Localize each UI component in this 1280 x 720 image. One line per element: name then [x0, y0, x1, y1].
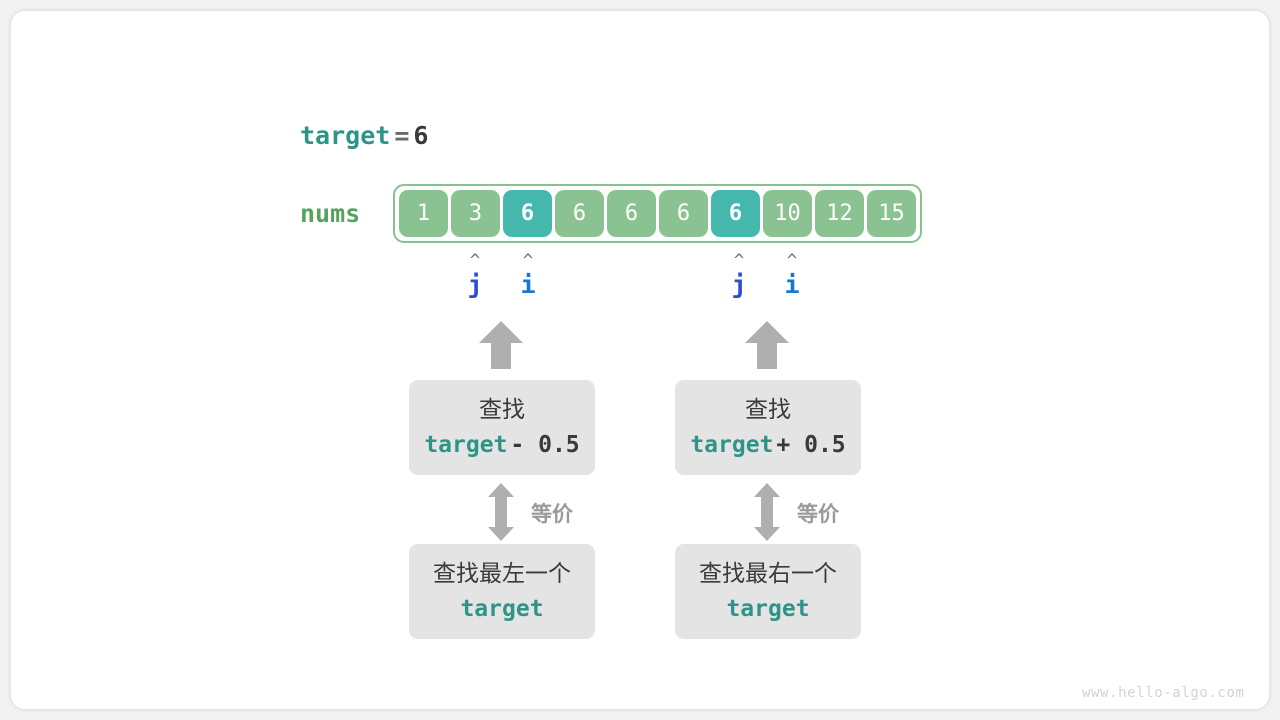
search-box-expression-left: target- 0.5 — [424, 427, 579, 463]
search-box-leftmost[interactable]: 查找最左一个 target — [409, 544, 595, 639]
array-cell-2[interactable]: 6 — [503, 190, 552, 237]
search-box-offset-right[interactable]: 查找 target+ 0.5 — [675, 380, 861, 475]
target-keyword: target — [300, 121, 391, 150]
pointer-label-j: j — [731, 270, 747, 299]
double-arrow-icon-right — [754, 483, 780, 541]
equivalence-label-right: 等价 — [797, 502, 839, 526]
expression-keyword: target — [460, 595, 544, 622]
up-arrow-icon-right — [745, 321, 789, 369]
target-declaration: target=6 — [300, 121, 428, 150]
caret-icon: ^ — [522, 251, 534, 271]
array-cell-6[interactable]: 6 — [711, 190, 760, 237]
caret-icon: ^ — [733, 251, 745, 271]
pointer-i-right: ^ i — [777, 251, 807, 302]
pointer-label-i: i — [520, 270, 536, 299]
search-box-title-leftmost: 查找最左一个 — [433, 560, 571, 587]
array-cell-3[interactable]: 6 — [555, 190, 604, 237]
expression-keyword: target — [424, 431, 508, 458]
search-box-title-left: 查找 — [479, 396, 525, 423]
array-cell-7[interactable]: 10 — [763, 190, 812, 237]
expression-operator: + 0.5 — [776, 431, 846, 458]
array-cell-8[interactable]: 12 — [815, 190, 864, 237]
equivalence-label-left: 等价 — [531, 502, 573, 526]
array-cell-4[interactable]: 6 — [607, 190, 656, 237]
equals-sign: = — [394, 121, 410, 150]
search-box-rightmost[interactable]: 查找最右一个 target — [675, 544, 861, 639]
array-cell-1[interactable]: 3 — [451, 190, 500, 237]
pointer-label-j: j — [467, 270, 483, 299]
array-cell-5[interactable]: 6 — [659, 190, 708, 237]
search-box-title-rightmost: 查找最右一个 — [699, 560, 837, 587]
pointer-j-left: ^ j — [460, 251, 490, 302]
array-label: nums — [300, 199, 361, 228]
up-arrow-icon-left — [479, 321, 523, 369]
figure-card: target=6 nums 1 3 6 6 6 6 6 10 12 15 ^ j… — [11, 11, 1269, 709]
double-arrow-icon-left — [488, 483, 514, 541]
expression-keyword: target — [690, 431, 774, 458]
target-value: 6 — [413, 121, 429, 150]
search-box-expression-right: target+ 0.5 — [690, 427, 845, 463]
search-box-expression-rightmost: target — [726, 591, 809, 627]
expression-operator: - 0.5 — [510, 431, 580, 458]
search-box-expression-leftmost: target — [460, 591, 543, 627]
search-box-offset-left[interactable]: 查找 target- 0.5 — [409, 380, 595, 475]
array-cell-0[interactable]: 1 — [399, 190, 448, 237]
array-cell-9[interactable]: 15 — [867, 190, 916, 237]
array-container: 1 3 6 6 6 6 6 10 12 15 — [393, 184, 922, 243]
caret-icon: ^ — [786, 251, 798, 271]
pointer-j-right: ^ j — [724, 251, 754, 302]
pointer-label-i: i — [784, 270, 800, 299]
pointer-i-left: ^ i — [513, 251, 543, 302]
expression-keyword: target — [726, 595, 810, 622]
search-box-title-right: 查找 — [745, 396, 791, 423]
caret-icon: ^ — [469, 251, 481, 271]
watermark: www.hello-algo.com — [1082, 685, 1245, 701]
